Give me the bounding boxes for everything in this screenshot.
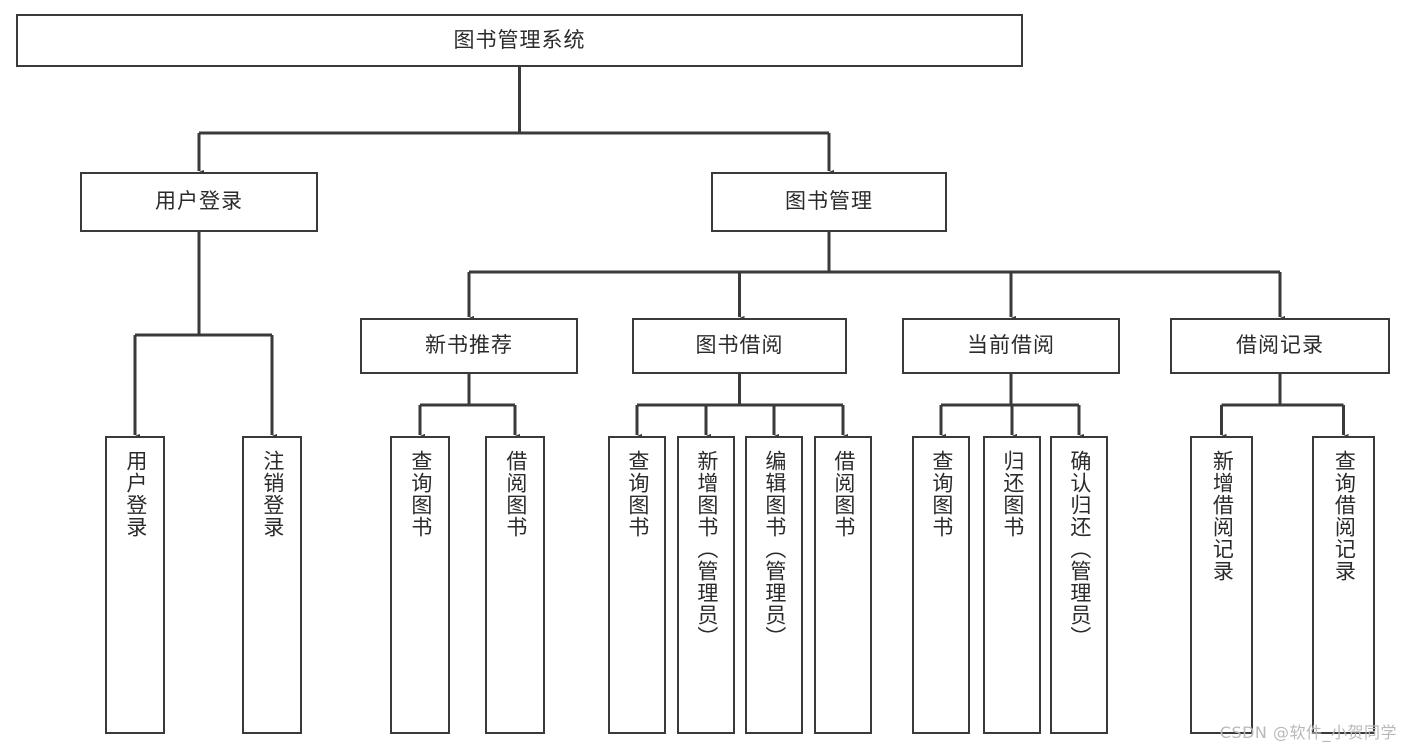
node-root[interactable]: 图书管理系统 <box>16 14 1023 67</box>
node-leaf-user-login[interactable]: 用户登录 <box>105 436 165 734</box>
node-label: 注销登录 <box>260 450 285 538</box>
node-label: 借阅图书 <box>503 450 528 538</box>
node-leaf-add-book[interactable]: 新增图书（管理员） <box>677 436 735 734</box>
node-leaf-return-book[interactable]: 归还图书 <box>983 436 1041 734</box>
node-label: 用户登录 <box>155 189 243 214</box>
node-leaf-edit-book[interactable]: 编辑图书（管理员） <box>745 436 803 734</box>
node-label: 图书借阅 <box>695 333 784 358</box>
node-label: 确认归还（管理员） <box>1067 450 1092 648</box>
node-label: 查询图书 <box>625 450 650 538</box>
node-label: 图书管理 <box>785 189 873 214</box>
node-book-borrow[interactable]: 图书借阅 <box>632 318 847 374</box>
node-label: 编辑图书（管理员） <box>762 450 787 648</box>
node-label: 查询图书 <box>408 450 433 538</box>
node-leaf-add-borrow-record[interactable]: 新增借阅记录 <box>1190 436 1253 734</box>
node-label: 新增图书（管理员） <box>694 450 719 648</box>
node-leaf-confirm-return[interactable]: 确认归还（管理员） <box>1050 436 1108 734</box>
node-label: 新增借阅记录 <box>1210 450 1235 582</box>
node-label: 图书管理系统 <box>453 27 586 52</box>
watermark-text: CSDN @软件_小贺同学 <box>1219 723 1397 742</box>
node-label: 归还图书 <box>1000 450 1025 538</box>
node-borrow-record[interactable]: 借阅记录 <box>1170 318 1390 374</box>
node-leaf-query-book-recommend[interactable]: 查询图书 <box>390 436 450 734</box>
node-leaf-query-book-current[interactable]: 查询图书 <box>912 436 970 734</box>
node-new-book-recommend[interactable]: 新书推荐 <box>360 318 578 374</box>
node-leaf-query-borrow-record[interactable]: 查询借阅记录 <box>1312 436 1375 734</box>
node-leaf-borrow-book[interactable]: 借阅图书 <box>814 436 872 734</box>
node-leaf-query-book-borrow[interactable]: 查询图书 <box>608 436 666 734</box>
node-book-management[interactable]: 图书管理 <box>711 172 947 232</box>
node-label: 查询借阅记录 <box>1332 450 1357 582</box>
node-label: 借阅记录 <box>1236 333 1324 358</box>
node-leaf-borrow-book-recommend[interactable]: 借阅图书 <box>485 436 545 734</box>
node-user-login[interactable]: 用户登录 <box>80 172 318 232</box>
node-label: 用户登录 <box>123 450 148 538</box>
node-label: 当前借阅 <box>967 333 1055 358</box>
node-leaf-logout[interactable]: 注销登录 <box>242 436 302 734</box>
node-label: 查询图书 <box>929 450 954 538</box>
node-label: 借阅图书 <box>831 450 856 538</box>
node-label: 新书推荐 <box>425 333 513 358</box>
node-current-borrow[interactable]: 当前借阅 <box>902 318 1120 374</box>
